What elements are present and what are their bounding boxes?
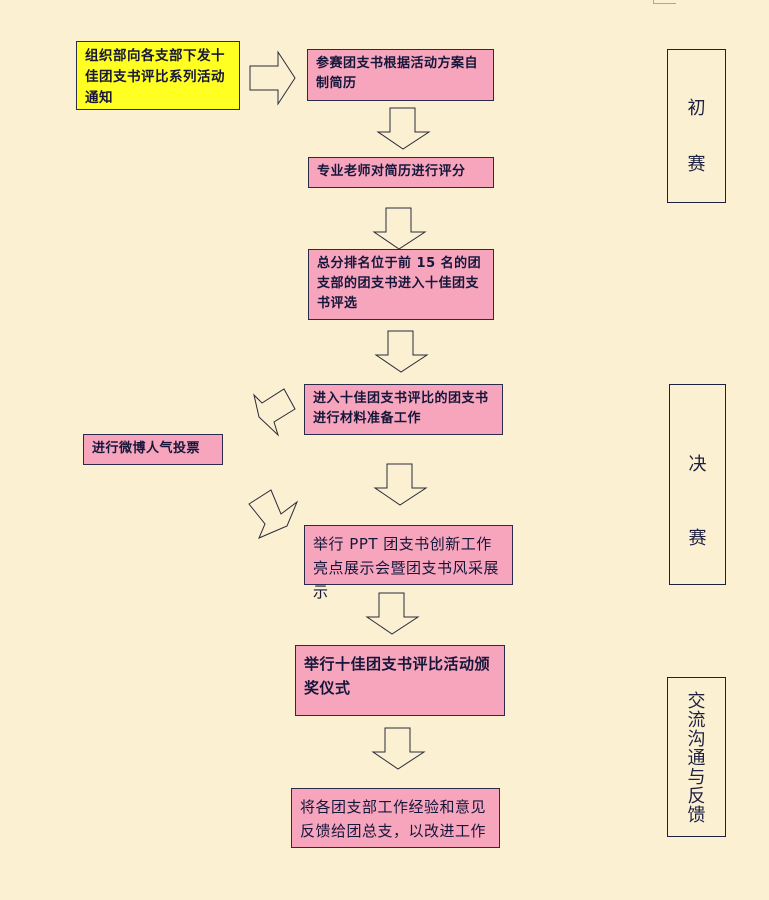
down-arrow-icon — [371, 727, 426, 770]
down-arrow-icon — [372, 207, 427, 250]
down-right-arrow-icon — [248, 489, 299, 539]
stage-char: 沟 — [687, 729, 706, 750]
down-arrow-icon — [373, 463, 428, 506]
stage-preliminary: 初 赛 — [667, 49, 726, 203]
weibo-vote-box: 进行微博人气投票 — [83, 434, 223, 465]
feedback-text: 将各团支部工作经验和意见反馈给团总支，以改进工作 — [300, 798, 487, 840]
stage-char: 馈 — [687, 805, 706, 826]
down-arrow-icon — [374, 330, 429, 373]
top15-text: 总分排名位于前 15 名的团支部的团支书进入十佳团支书评选 — [317, 256, 482, 311]
stage-char: 赛 — [688, 528, 707, 549]
weibo-vote-text: 进行微博人气投票 — [92, 441, 201, 456]
stage-char: 反 — [687, 786, 706, 807]
stage-communication: 交 流 沟 通 与 反 馈 — [667, 677, 726, 837]
top15-box: 总分排名位于前 15 名的团支部的团支书进入十佳团支书评选 — [308, 249, 494, 320]
corner-mark — [653, 0, 676, 4]
down-arrow-icon — [376, 107, 431, 150]
ppt-show-box: 举行 PPT 团支书创新工作亮点展示会暨团支书风采展示 — [304, 525, 513, 601]
stage-char: 流 — [687, 710, 706, 731]
notice-text: 组织部向各支部下发十佳团支书评比系列活动通知 — [85, 48, 225, 106]
right-arrow-icon — [249, 50, 296, 106]
scoring-box: 专业老师对简历进行评分 — [308, 157, 494, 188]
stage-char: 赛 — [687, 154, 706, 175]
stage-char: 交 — [687, 691, 706, 712]
award-box: 举行十佳团支书评比活动颁奖仪式 — [295, 645, 505, 716]
stage-char: 通 — [687, 748, 706, 769]
feedback-box: 将各团支部工作经验和意见反馈给团总支，以改进工作 — [291, 788, 500, 848]
ppt-show-text: 举行 PPT 团支书创新工作亮点展示会暨团支书风采展示 — [313, 535, 500, 601]
prepare-text: 进入十佳团支书评比的团支书进行材料准备工作 — [313, 391, 489, 426]
scoring-text: 专业老师对简历进行评分 — [317, 164, 466, 179]
stage-char: 初 — [687, 98, 706, 119]
down-arrow-icon — [365, 592, 420, 635]
stage-char: 与 — [687, 767, 706, 788]
prepare-box: 进入十佳团支书评比的团支书进行材料准备工作 — [304, 384, 503, 435]
stage-final: 决 赛 — [669, 384, 726, 585]
award-text: 举行十佳团支书评比活动颁奖仪式 — [304, 655, 491, 697]
stage-char: 决 — [688, 454, 707, 475]
resume-box: 参赛团支书根据活动方案自制简历 — [307, 49, 494, 101]
notice-box: 组织部向各支部下发十佳团支书评比系列活动通知 — [76, 41, 240, 110]
resume-text: 参赛团支书根据活动方案自制简历 — [316, 56, 479, 91]
down-left-arrow-icon — [253, 388, 296, 437]
